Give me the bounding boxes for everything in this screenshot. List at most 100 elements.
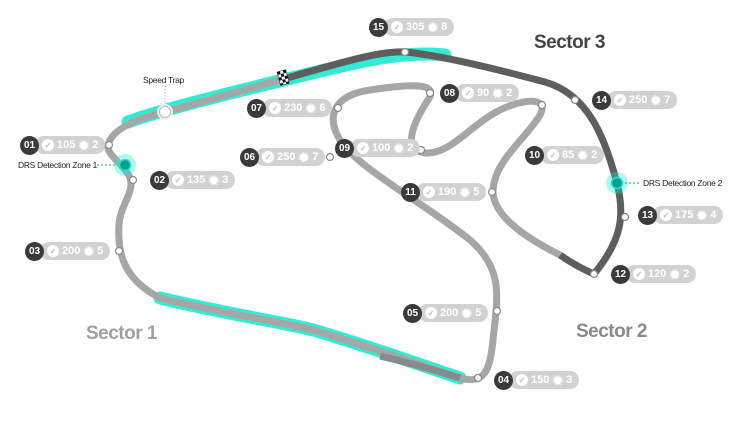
corner-gear: 2 (591, 149, 598, 161)
gear-icon: ✹ (577, 147, 589, 163)
speedometer-icon: ✓ (269, 102, 281, 114)
speedometer-icon: ✓ (172, 174, 184, 186)
corner-number: 08 (440, 83, 459, 103)
sector-1-label: Sector 1 (86, 323, 157, 344)
corner-badge: 15 ✓ 305 ✹ 8 (369, 17, 455, 37)
gear-icon: ✹ (83, 243, 95, 259)
corner-marker (570, 95, 580, 105)
corner-number: 10 (525, 145, 544, 165)
corner-speed: 200 (440, 307, 459, 319)
drs-detection-1-marker (118, 158, 132, 172)
corner-number: 12 (611, 264, 630, 284)
corner-info-pill: ✓ 105 ✹ 2 (35, 136, 106, 154)
corner-info-pill: ✓ 100 ✹ 2 (350, 139, 421, 157)
corner-gear: 3 (222, 174, 229, 186)
corner-number: 09 (335, 138, 354, 158)
corner-number: 07 (247, 98, 266, 118)
corner-badge: 02 ✓ 135 ✹ 3 (150, 170, 236, 190)
corner-number: 02 (150, 170, 169, 190)
corner-badge: 06 ✓ 250 ✹ 7 (240, 147, 326, 167)
corner-gear: 2 (92, 139, 99, 151)
corner-number: 13 (638, 205, 657, 225)
corner-speed: 250 (277, 151, 296, 163)
sector-3-label: Sector 3 (534, 32, 605, 53)
corner-speed: 250 (629, 94, 648, 106)
drs-zone-1-label: DRS Detection Zone 1 (18, 160, 98, 170)
speedometer-icon: ✓ (262, 151, 274, 163)
checkered-flag-icon (276, 69, 290, 86)
corner-speed: 105 (57, 139, 76, 151)
corner-info-pill: ✓ 305 ✹ 8 (384, 18, 455, 36)
corner-marker (325, 152, 335, 162)
speedometer-icon: ✓ (462, 87, 474, 99)
corner-info-pill: ✓ 250 ✹ 7 (255, 148, 326, 166)
corner-info-pill: ✓ 175 ✹ 4 (653, 206, 724, 224)
drs-detection-2-marker (610, 176, 624, 190)
corner-badge: 10 ✓ 85 ✹ 2 (525, 145, 605, 165)
gear-icon: ✹ (393, 140, 405, 156)
corner-badge: 13 ✓ 175 ✹ 4 (638, 205, 724, 225)
gear-icon: ✹ (78, 137, 90, 153)
corner-speed: 175 (675, 209, 694, 221)
corner-speed: 200 (62, 245, 81, 257)
corner-gear: 5 (97, 245, 104, 257)
corner-marker (104, 140, 114, 150)
corner-number: 04 (494, 370, 513, 390)
gear-icon: ✹ (459, 184, 471, 200)
corner-gear: 8 (441, 21, 448, 33)
corner-badge: 09 ✓ 100 ✹ 2 (335, 138, 421, 158)
gear-icon: ✹ (305, 100, 317, 116)
gear-icon: ✹ (298, 149, 310, 165)
gear-icon: ✹ (696, 207, 708, 223)
corner-gear: 2 (506, 87, 513, 99)
corner-info-pill: ✓ 200 ✹ 5 (40, 242, 111, 260)
corner-gear: 5 (473, 186, 480, 198)
corner-number: 11 (401, 182, 420, 202)
corner-speed: 90 (477, 87, 490, 99)
corner-badge: 01 ✓ 105 ✹ 2 (20, 135, 106, 155)
track-sector-2-dark (379, 352, 462, 382)
corner-marker (128, 175, 138, 185)
corner-info-pill: ✓ 120 ✹ 2 (626, 265, 697, 283)
speed-trap-label: Speed Trap (143, 75, 184, 85)
corner-marker (333, 103, 343, 113)
gear-icon: ✹ (669, 266, 681, 282)
gear-icon: ✹ (552, 372, 564, 388)
speedometer-icon: ✓ (614, 94, 626, 106)
corner-speed: 120 (648, 268, 667, 280)
corner-number: 15 (369, 17, 388, 37)
corner-info-pill: ✓ 200 ✹ 5 (418, 304, 489, 322)
corner-badge: 07 ✓ 230 ✹ 6 (247, 98, 333, 118)
speedometer-icon: ✓ (391, 21, 403, 33)
corner-marker (487, 187, 497, 197)
corner-speed: 100 (372, 142, 391, 154)
corner-speed: 305 (406, 21, 425, 33)
corner-info-pill: ✓ 190 ✹ 5 (416, 183, 487, 201)
corner-badge: 12 ✓ 120 ✹ 2 (611, 264, 697, 284)
speedometer-icon: ✓ (425, 307, 437, 319)
corner-info-pill: ✓ 250 ✹ 7 (607, 91, 678, 109)
corner-gear: 7 (312, 151, 319, 163)
corner-gear: 6 (319, 102, 326, 114)
corner-info-pill: ✓ 230 ✹ 6 (262, 99, 333, 117)
gear-icon: ✹ (208, 172, 220, 188)
gear-icon: ✹ (461, 305, 473, 321)
gear-icon: ✹ (492, 85, 504, 101)
corner-speed: 135 (187, 174, 206, 186)
corner-marker (400, 47, 410, 57)
corner-gear: 3 (566, 374, 573, 386)
corner-number: 14 (592, 90, 611, 110)
corner-info-pill: ✓ 90 ✹ 2 (455, 84, 520, 102)
corner-badge: 11 ✓ 190 ✹ 5 (401, 182, 487, 202)
corner-marker (589, 269, 599, 279)
corner-badge: 04 ✓ 150 ✹ 3 (494, 370, 580, 390)
corner-marker (425, 88, 435, 98)
corner-marker (537, 100, 547, 110)
speedometer-icon: ✓ (516, 374, 528, 386)
corner-gear: 2 (407, 142, 414, 154)
corner-number: 01 (20, 135, 39, 155)
track-sector-1-2 (104, 76, 562, 384)
corner-badge: 03 ✓ 200 ✹ 5 (25, 241, 111, 261)
